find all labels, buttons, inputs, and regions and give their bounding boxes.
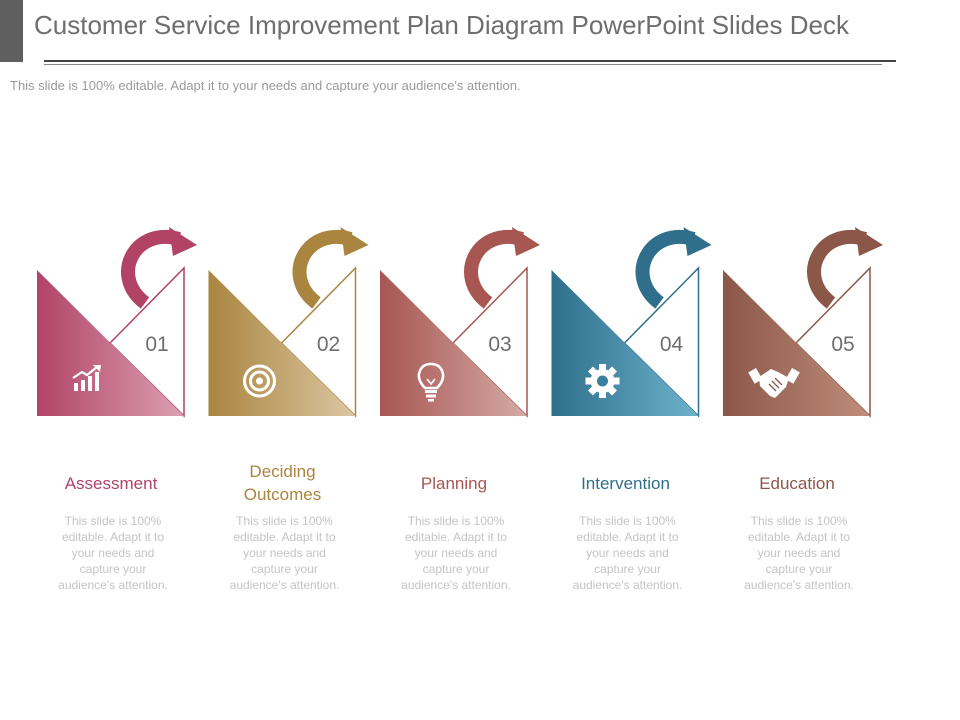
step-label: Education	[759, 474, 835, 493]
arrow-head-icon	[340, 227, 369, 256]
step-description: This slide is 100% editable. Adapt it to…	[572, 514, 683, 592]
step-label: Assessment	[64, 474, 158, 493]
curved-arrow	[807, 230, 867, 309]
title-underline	[44, 60, 896, 62]
slide-subtitle: This slide is 100% editable. Adapt it to…	[10, 78, 521, 93]
title-underline-thin	[44, 64, 882, 65]
step-description: This slide is 100% editable. Adapt it to…	[401, 514, 511, 592]
curved-arrow	[292, 230, 353, 309]
step-description: This slide is 100% editable. Adapt it to…	[744, 514, 854, 592]
process-step: 05	[723, 227, 883, 418]
arrow-head-icon	[855, 227, 883, 256]
curved-arrow	[635, 230, 696, 309]
process-step: 04	[551, 227, 712, 418]
step-label: Intervention	[581, 474, 670, 493]
step-description: This slide is 100% editable. Adapt it to…	[229, 514, 340, 592]
process-step: 01	[37, 227, 197, 418]
step-number: 03	[488, 333, 511, 356]
step-number: 04	[660, 333, 684, 356]
color-triangle	[37, 270, 184, 416]
step-label: Deciding Outcomes	[243, 462, 322, 504]
color-triangle	[380, 270, 527, 416]
step-description: This slide is 100% editable. Adapt it to…	[58, 514, 168, 592]
arrow-head-icon	[512, 227, 540, 256]
curved-arrow	[121, 230, 181, 309]
slide-title: Customer Service Improvement Plan Diagra…	[34, 10, 849, 40]
step-number: 01	[145, 333, 168, 356]
title-accent-bar	[0, 0, 23, 62]
gear-icon	[585, 364, 620, 398]
step-number: 02	[317, 333, 340, 356]
curved-arrow	[464, 230, 524, 309]
process-step: 03	[380, 227, 540, 418]
target-icon	[243, 364, 276, 398]
process-step: 02	[208, 227, 369, 418]
arrow-head-icon	[683, 227, 712, 256]
arrow-head-icon	[169, 227, 197, 256]
step-number: 05	[831, 333, 854, 356]
step-label: Planning	[420, 474, 488, 493]
